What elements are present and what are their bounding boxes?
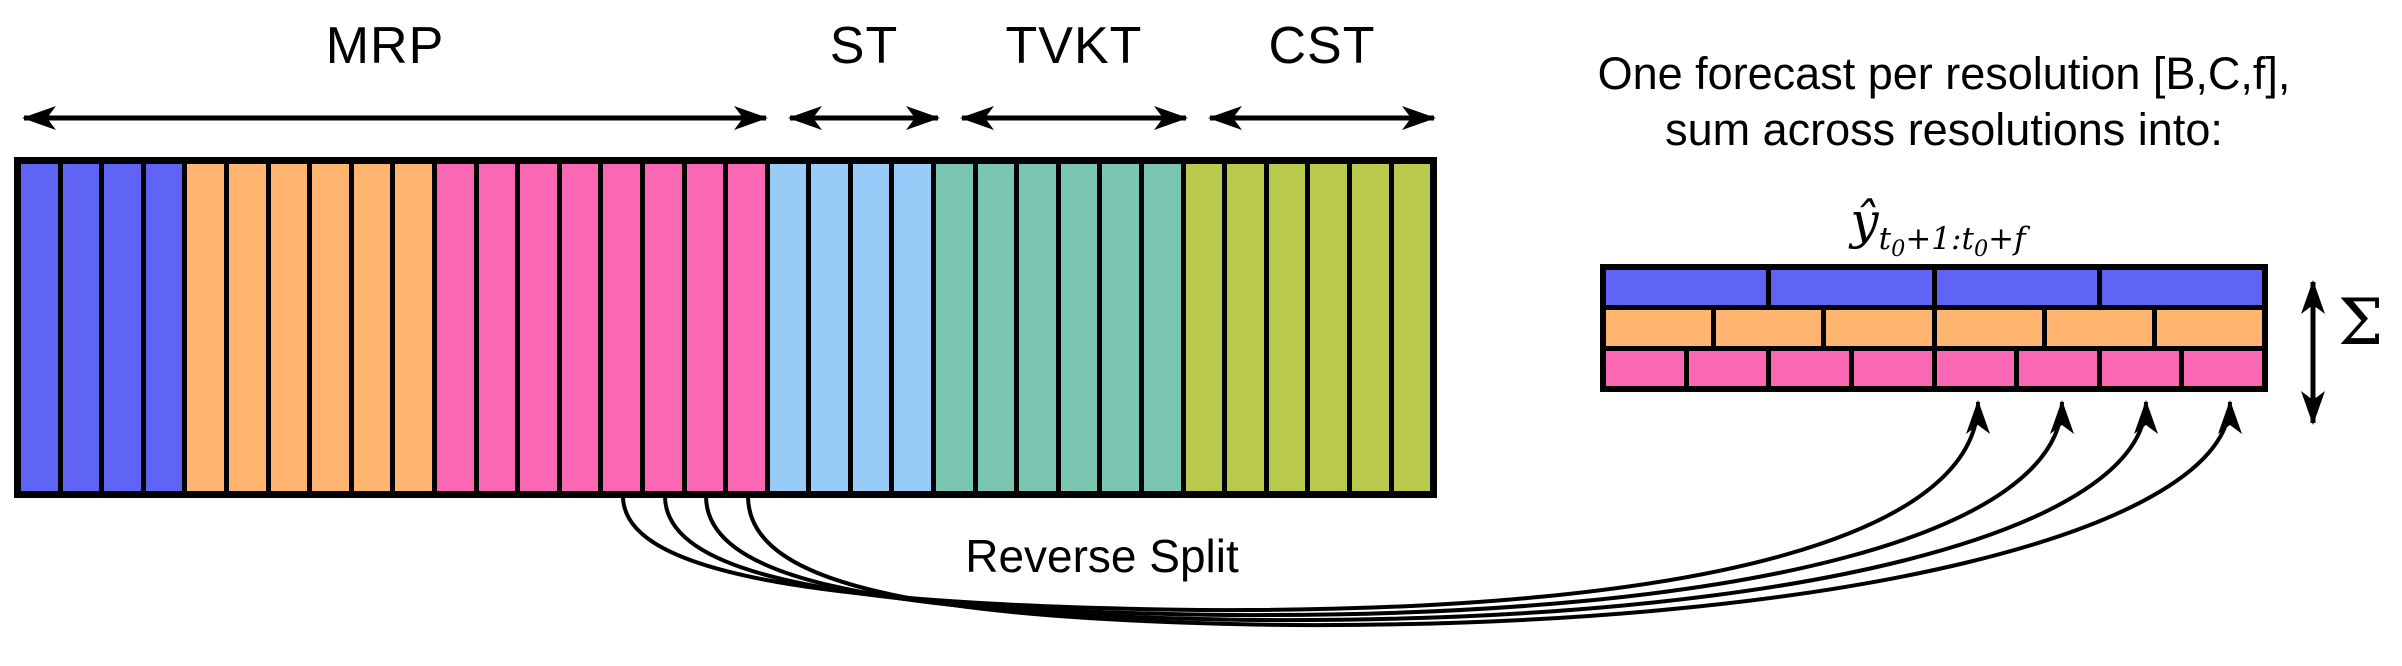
forecast-formula: ŷt0+1:t0+f xyxy=(1850,192,2025,278)
forecast-segment xyxy=(1771,270,1932,306)
forecast-bar xyxy=(1600,264,2268,392)
forecast-segment xyxy=(2156,310,2263,346)
forecast-segment xyxy=(1853,350,1932,386)
sequence-cell-tvkt xyxy=(977,164,1015,491)
forecast-segment xyxy=(1936,270,2097,306)
sequence-cell-mrp-orange xyxy=(228,164,266,491)
section-label-mrp: MRP xyxy=(325,17,445,75)
sequence-cell-tvkt xyxy=(1102,164,1140,491)
forecast-heading-line1: One forecast per resolution [B,C,f], xyxy=(1597,48,2291,99)
sequence-cell-mrp-orange xyxy=(353,164,391,491)
formula-sub-t2: t xyxy=(1961,221,1974,257)
sequence-cell-mrp-pink xyxy=(644,164,682,491)
reverse-split-arrow xyxy=(621,400,1990,613)
formula-sub-t2-sub: 0 xyxy=(1973,236,1989,263)
sequence-cell-mrp-blue xyxy=(21,164,58,491)
forecast-segment xyxy=(2101,350,2180,386)
sequence-cell-cst xyxy=(1393,164,1431,491)
sequence-cell-tvkt xyxy=(1019,164,1056,491)
input-sequence-bar xyxy=(14,157,1437,498)
sequence-cell-tvkt xyxy=(1144,164,1181,491)
sequence-cell-mrp-orange xyxy=(270,164,308,491)
sequence-cell-mrp-pink xyxy=(478,164,516,491)
sequence-cell-mrp-blue xyxy=(62,164,100,491)
formula-sub-mid: +1: xyxy=(1905,221,1962,257)
forecast-segment xyxy=(1826,310,1932,346)
reverse-split-arrow xyxy=(746,400,2242,628)
sequence-cell-st xyxy=(894,164,932,491)
formula-base: ŷ xyxy=(1850,192,1879,250)
forecast-segment xyxy=(1771,350,1849,386)
sequence-cell-st xyxy=(811,164,848,491)
sequence-cell-cst xyxy=(1185,164,1223,491)
sequence-cell-mrp-pink xyxy=(603,164,640,491)
forecast-heading: One forecast per resolution [B,C,f], sum… xyxy=(1598,46,2291,158)
sum-symbol: Σ xyxy=(2338,286,2384,360)
sequence-cell-mrp-orange xyxy=(187,164,224,491)
forecast-segment xyxy=(1606,270,1767,306)
formula-sub-t1: t xyxy=(1878,221,1892,257)
sequence-cell-mrp-orange xyxy=(395,164,432,491)
forecast-segment xyxy=(2184,350,2262,386)
sequence-cell-mrp-blue xyxy=(104,164,141,491)
sequence-cell-mrp-pink xyxy=(436,164,474,491)
forecast-segment xyxy=(2101,270,2262,306)
sequence-cell-cst xyxy=(1352,164,1389,491)
sequence-cell-cst xyxy=(1268,164,1306,491)
forecast-segment xyxy=(1606,310,1712,346)
forecast-segment xyxy=(1688,350,1767,386)
sequence-cell-st xyxy=(769,164,807,491)
section-label-cst: CST xyxy=(1268,17,1376,75)
forecast-segment xyxy=(2019,350,2097,386)
section-label-tvkt: TVKT xyxy=(1005,17,1143,75)
forecast-segment xyxy=(1936,350,2015,386)
forecast-row-medium xyxy=(1606,310,2263,346)
formula-sub-t1-sub: 0 xyxy=(1891,236,1906,263)
forecast-heading-line2: sum across resolutions into: xyxy=(1665,104,2223,155)
forecast-segment xyxy=(1606,350,1684,386)
forecast-row-coarse xyxy=(1606,270,2262,306)
formula-subscript: t0+1:t0+f xyxy=(1878,221,2026,262)
sequence-cell-mrp-pink xyxy=(561,164,599,491)
sequence-cell-tvkt xyxy=(1060,164,1098,491)
forecast-row-fine xyxy=(1606,350,2262,386)
sequence-cell-mrp-pink xyxy=(686,164,724,491)
sequence-cell-mrp-pink xyxy=(728,164,765,491)
reverse-split-arrow xyxy=(663,400,2074,618)
sequence-cell-mrp-blue xyxy=(145,164,183,491)
sequence-cell-cst xyxy=(1227,164,1264,491)
formula-sub-end: +f xyxy=(1988,221,2026,257)
reverse-split-arrow xyxy=(704,400,2158,623)
sequence-cell-mrp-pink xyxy=(520,164,557,491)
sequence-cell-st xyxy=(852,164,890,491)
forecast-segment xyxy=(2046,310,2152,346)
sequence-cell-tvkt xyxy=(936,164,973,491)
forecast-segment xyxy=(1936,310,2042,346)
sequence-cell-cst xyxy=(1310,164,1347,491)
forecast-segment xyxy=(1716,310,1822,346)
sequence-cell-mrp-orange xyxy=(312,164,349,491)
section-label-st: ST xyxy=(829,17,899,75)
reverse-split-label: Reverse Split xyxy=(965,530,1239,582)
